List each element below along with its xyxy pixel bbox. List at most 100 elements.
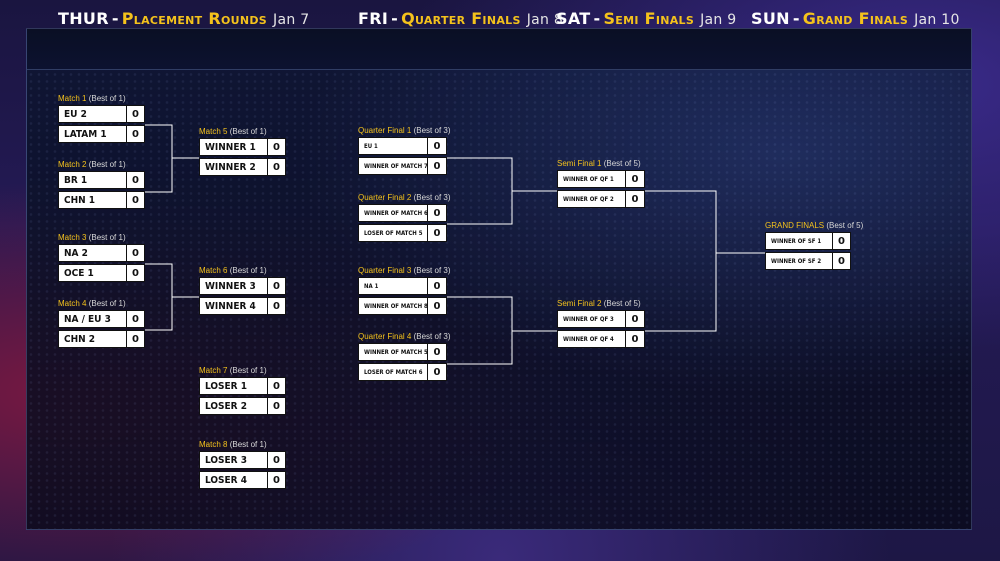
schedule-header: [27, 29, 971, 70]
team-score: 0: [427, 224, 447, 242]
team-name: LOSER OF MATCH 6: [358, 363, 427, 381]
match-title: Semi Final 1: [557, 159, 602, 168]
match-title: Quarter Final 1: [358, 126, 412, 135]
day-title: Semi Finals: [603, 9, 695, 28]
team-name: LOSER 2: [199, 397, 267, 415]
team-name: NA / EU 3: [58, 310, 126, 328]
hex-background: [27, 29, 971, 529]
grand-final-label: GRAND FINALS (Best of 5): [765, 221, 863, 230]
match-title: Match 3: [58, 233, 87, 242]
team-name: WINNER OF SF 1: [765, 232, 832, 250]
team-score: 0: [126, 105, 145, 123]
team-name: EU 2: [58, 105, 126, 123]
match-title: Match 1: [58, 94, 87, 103]
team-score: 0: [625, 170, 645, 188]
match-format: (Best of 5): [826, 221, 864, 230]
match-5-label: Match 5 (Best of 1): [199, 127, 267, 136]
team-score: 0: [267, 277, 286, 295]
day-name: FRI: [358, 9, 389, 28]
match-title: Quarter Final 3: [358, 266, 412, 275]
team-score: 0: [832, 232, 851, 250]
match-2-label: Match 2 (Best of 1): [58, 160, 126, 169]
match-7-label: Match 7 (Best of 1): [199, 366, 267, 375]
match-title: Match 7: [199, 366, 228, 375]
match-format: (Best of 1): [229, 440, 267, 449]
team-score: 0: [625, 190, 645, 208]
team-name: CHN 2: [58, 330, 126, 348]
day-name: THUR: [58, 9, 109, 28]
match-format: (Best of 1): [229, 366, 267, 375]
match-format: (Best of 3): [413, 332, 451, 341]
team-score: 0: [267, 397, 286, 415]
match-title: Quarter Final 4: [358, 332, 412, 341]
team-score: 0: [126, 125, 145, 143]
match-title: Match 2: [58, 160, 87, 169]
quarter-final-3-label: Quarter Final 3 (Best of 3): [358, 266, 451, 275]
day-date: Jan 10: [914, 12, 960, 28]
semi-final-2-label: Semi Final 2 (Best of 5): [557, 299, 641, 308]
team-score: 0: [625, 310, 645, 328]
team-name: WINNER OF QF 2: [557, 190, 625, 208]
team-score: 0: [267, 138, 286, 156]
team-name: LOSER 1: [199, 377, 267, 395]
team-name: CHN 1: [58, 191, 126, 209]
match-format: (Best of 1): [88, 299, 126, 308]
team-name: WINNER 1: [199, 138, 267, 156]
team-score: 0: [427, 363, 447, 381]
day-date: Jan 8: [526, 12, 564, 28]
team-score: 0: [427, 277, 447, 295]
match-title: Semi Final 2: [557, 299, 602, 308]
team-score: 0: [832, 252, 851, 270]
match-format: (Best of 3): [413, 266, 451, 275]
day-title: Placement Rounds: [121, 9, 268, 28]
match-format: (Best of 1): [88, 94, 126, 103]
team-score: 0: [267, 377, 286, 395]
quarter-final-1-label: Quarter Final 1 (Best of 3): [358, 126, 451, 135]
team-name: WINNER OF QF 3: [557, 310, 625, 328]
match-title: Match 6: [199, 266, 228, 275]
team-name: EU 1: [358, 137, 427, 155]
day-date: Jan 9: [700, 12, 737, 28]
team-score: 0: [427, 204, 447, 222]
team-score: 0: [427, 297, 447, 315]
match-4-label: Match 4 (Best of 1): [58, 299, 126, 308]
match-6-label: Match 6 (Best of 1): [199, 266, 267, 275]
match-1-label: Match 1 (Best of 1): [58, 94, 126, 103]
match-format: (Best of 1): [229, 266, 267, 275]
team-score: 0: [267, 297, 286, 315]
